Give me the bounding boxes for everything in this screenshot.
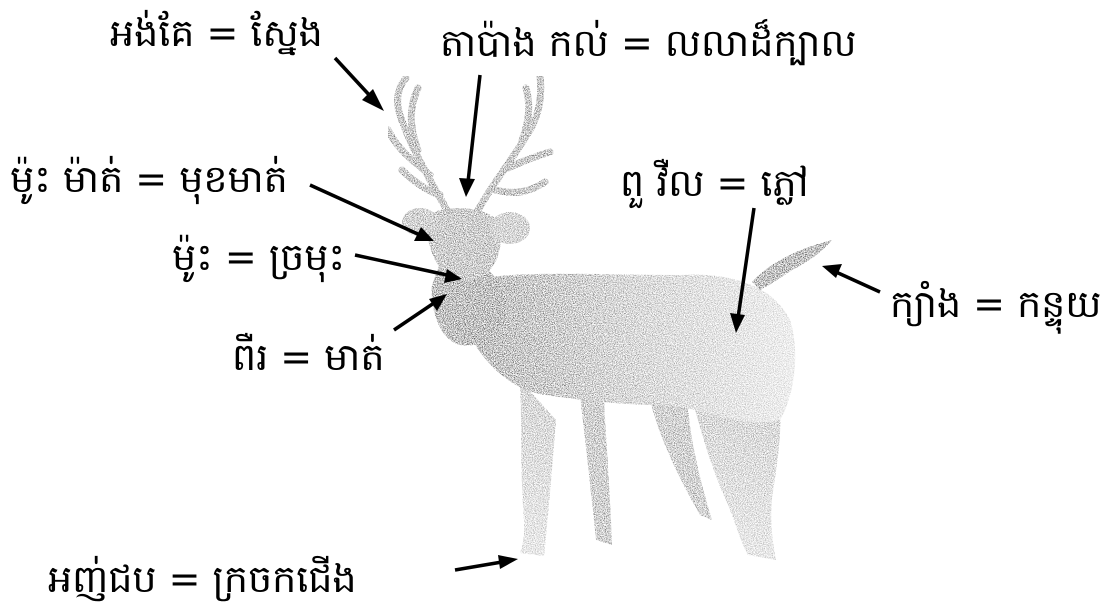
arrow-hoof (455, 555, 518, 570)
deer-front-leg (520, 380, 556, 556)
arrow-tail (822, 264, 880, 292)
deer-right-ear (490, 212, 530, 244)
deer-antlers (388, 76, 550, 212)
label-tail: ក្យាំង = កន្ទុយ (890, 285, 1102, 323)
arrow-forehead (459, 75, 480, 197)
deer-tail (752, 240, 832, 290)
label-rump: ពួ វឺល = ភ្លៅ (620, 164, 809, 202)
label-nose: ម៉ូះ = ច្រមុះ (172, 238, 345, 276)
label-antler: អង់គែ = ស្នែង (110, 14, 323, 52)
label-forehead: តាប៉ាង កល់ = លលាដ៏ក្បាល (440, 24, 857, 62)
label-mouth: ពឺរ = មាត់ (232, 338, 384, 376)
arrow-antler (335, 58, 384, 111)
label-face: ម៉ូះ ម៉ាត់ = មុខមាត់ (10, 160, 288, 198)
deer-front-leg-2 (580, 395, 612, 545)
deer-torso (468, 274, 795, 423)
label-hoof: អញ់ជប = ក្រចកជើង (48, 560, 357, 598)
deer-body-group (388, 76, 832, 560)
